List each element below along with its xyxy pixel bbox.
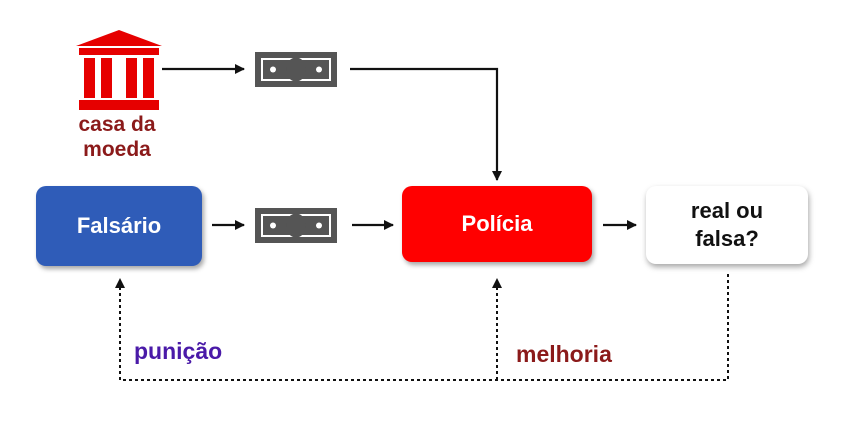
counterfeiter-label: Falsário [76,213,162,238]
banknote-icon [255,52,337,87]
feedback-loop-line [115,274,729,381]
verdict-node: real ou falsa? [646,186,808,264]
police-label: Polícia [461,211,533,236]
mint-label: casa da moeda [78,113,156,161]
police-node: Polícia [402,186,592,262]
improvement-label: melhoria [516,341,612,367]
verdict-label: real ou falsa? [690,198,764,251]
bank-icon [76,30,162,110]
punishment-label: punição [134,338,223,364]
banknote-icon [255,208,337,243]
arrow-note-to-police [350,67,502,181]
counterfeiter-node: Falsário [36,186,202,266]
